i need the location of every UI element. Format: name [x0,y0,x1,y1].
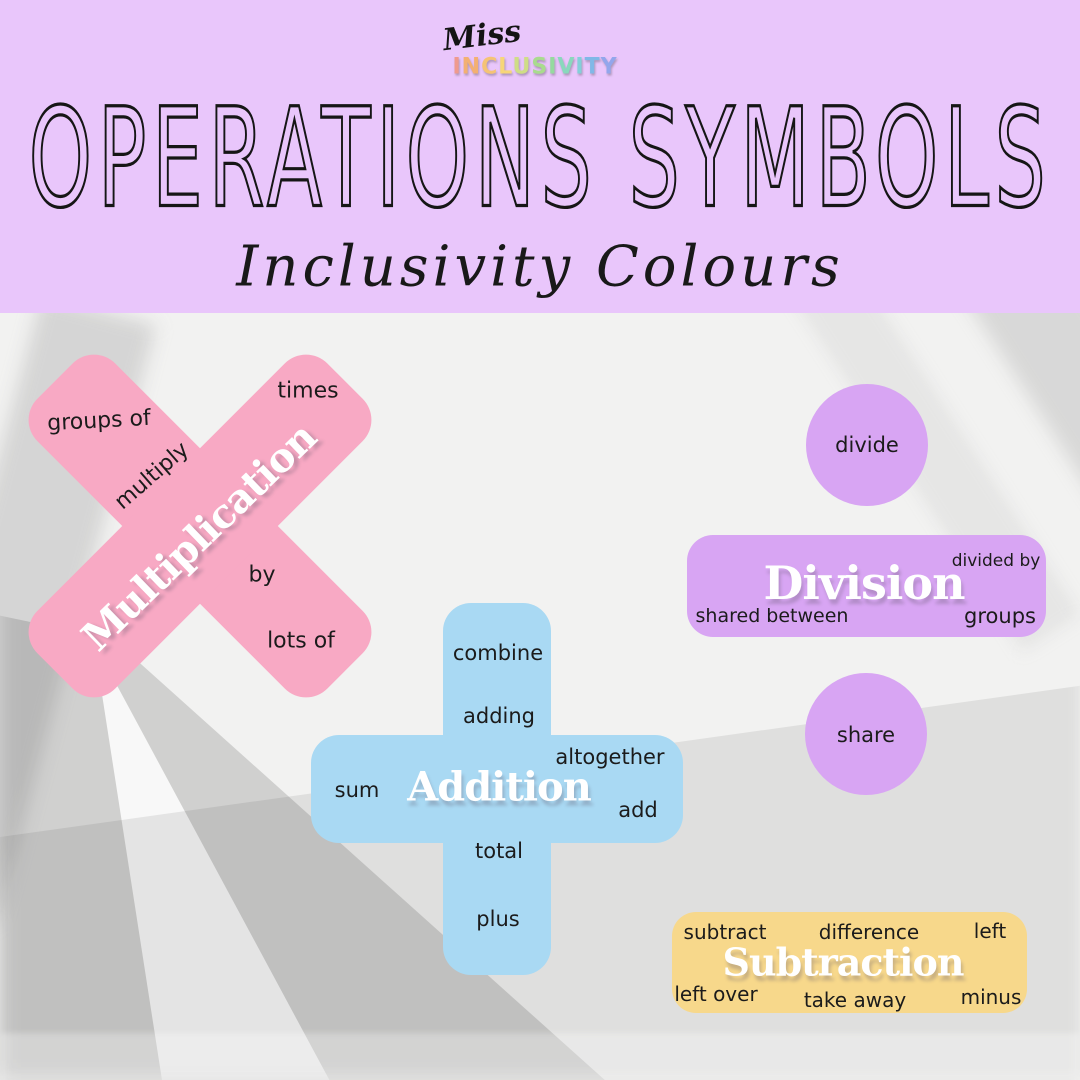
word-divide: divide [835,433,899,457]
subtraction-label: Subtraction [722,939,965,985]
page-title: OPERATIONS SYMBOLS [28,77,1052,240]
wordmark-letter: Y [600,54,618,80]
word-combine: combine [452,641,544,665]
word-total: total [474,839,524,863]
word-groups: groups [964,604,1036,628]
brand-logo-script: Miss [440,13,524,59]
word-add: add [618,798,658,822]
word-plus: plus [476,907,520,931]
word-sum: sum [334,778,380,802]
word-lots-of: lots of [267,628,335,654]
wordmark-letter: T [584,54,601,80]
division-bar-icon [687,535,1046,637]
division-label: Division [763,556,965,610]
word-subtract: subtract [683,920,767,944]
word-left-over: left over [674,982,758,1006]
wordmark-letter: V [557,54,576,80]
header-banner: Miss INCLUSIVITY OPERATIONS SYMBOLS Incl… [0,0,1080,313]
wordmark-letter: I [452,54,462,80]
division-dot-top-icon [806,384,928,506]
word-minus: minus [960,985,1022,1009]
word-share: share [836,723,896,747]
word-times: times [277,378,339,404]
brand-logo-wordmark: INCLUSIVITY [452,55,617,80]
word-by: by [248,562,276,588]
page-subtitle: Inclusivity Colours [236,234,844,300]
plus-sign-icon [311,735,683,843]
minus-sign-icon [672,912,1027,1013]
wordmark-letter: U [512,54,532,80]
wordmark-letter: I [548,54,558,80]
word-difference: difference [818,920,920,944]
floor-highlight [0,1033,1080,1080]
word-adding: adding [462,704,536,728]
division-dot-bottom-icon [805,673,927,795]
word-altogether: altogether [555,745,665,769]
wordmark-letter: S [531,54,549,80]
word-divided-by: divided by [951,551,1041,571]
wordmark-letter: I [575,54,585,80]
addition-label: Addition [407,763,592,811]
word-left: left [973,919,1007,943]
wordmark-letter: L [498,54,513,80]
wordmark-letter: C [481,54,499,80]
word-shared-between: shared between [695,605,849,627]
word-take-away: take away [803,988,907,1012]
wordmark-letter: N [461,54,482,80]
